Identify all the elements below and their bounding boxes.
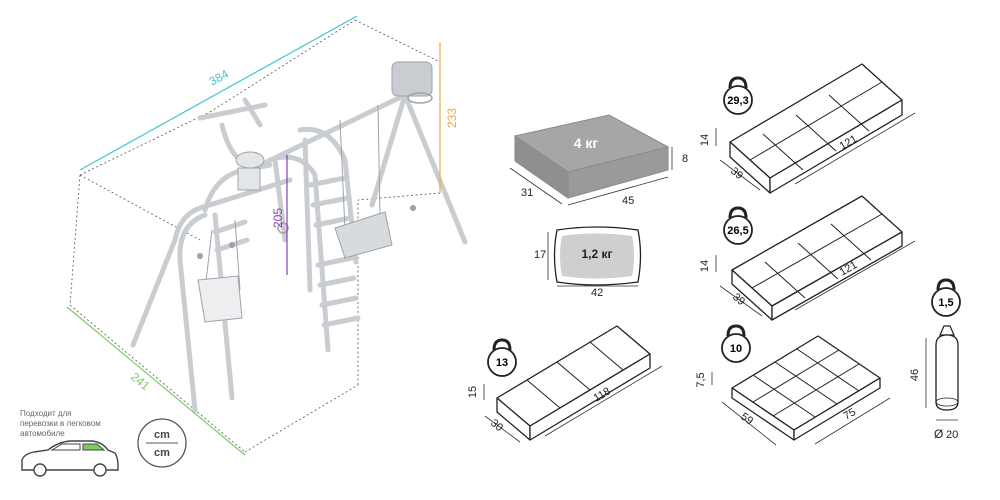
car-note: Подходит для перевозки в легковом автомо… [20,409,187,477]
tube-diameter: 20 [946,429,958,441]
pkg10-height: 7,5 [695,372,707,387]
unit-badge: cm cm [137,418,187,468]
box-4kg-width: 31 [521,187,533,199]
swing-frame [130,61,468,413]
dimension-height-label: 233 [445,108,459,128]
package-bag: 1,2 кг 17 42 [534,226,642,299]
unit-badge-bottom: cm [154,447,170,459]
tube-weight: 1,5 [938,297,953,309]
pkg29-height: 14 [699,134,711,146]
dimension-length: 384 [79,15,358,171]
dimension-height: 233 [439,42,459,193]
pkg13-height: 15 [467,386,479,398]
box-4kg-height: 8 [682,153,688,165]
car-icon [21,440,119,477]
pkg13-width: 30 [488,417,505,434]
kettlebell-icon [931,278,961,317]
package-tube: 1,5 46 Ø 20 [909,278,961,441]
swing-seat-right [334,211,393,259]
car-note-line1: Подходит для [20,409,72,418]
tube-diameter-symbol: Ø [934,427,943,441]
dimension-length-label: 384 [207,67,232,89]
pkg10-weight: 10 [730,343,742,355]
bag-weight: 1,2 кг [581,247,612,261]
box-4kg-weight: 4 кг [574,135,599,151]
bag-length: 42 [591,287,603,299]
pkg10-width: 59 [738,411,755,428]
package-10: 75 59 7,5 10 [695,324,891,446]
package-29: 121 39 14 29,3 [699,63,916,194]
basketball-board [391,61,433,97]
bag-height: 17 [534,249,546,261]
pkg29-weight: 29,3 [727,95,748,107]
tube-length: 46 [909,369,921,381]
car-note-line2: перевозки в легковом [20,419,101,428]
kettlebell-icon [723,76,753,115]
package-13: 118 30 15 13 [467,325,663,443]
package-26: 121 39 14 26,5 [699,195,916,321]
dimension-ladder-label: 205 [271,208,285,228]
pkg26-height: 14 [699,260,711,272]
swing-seat-left [197,275,243,323]
dimension-ladder-height: 205 [271,155,288,275]
kettlebell-icon [721,324,751,363]
dimension-width-label: 241 [128,370,153,394]
kettlebell-icon [723,206,753,245]
unit-badge-top: cm [154,429,170,441]
pkg26-weight: 26,5 [727,225,748,237]
pkg10-length: 75 [842,406,859,423]
package-box-4kg: 4 кг 45 31 8 [509,114,688,207]
swing-set-illustration: 384 233 241 205 [66,15,468,456]
kettlebell-icon [487,338,517,377]
car-note-line3: автомобиле [20,429,65,438]
box-4kg-length: 45 [622,195,634,207]
pkg13-weight: 13 [496,357,508,369]
